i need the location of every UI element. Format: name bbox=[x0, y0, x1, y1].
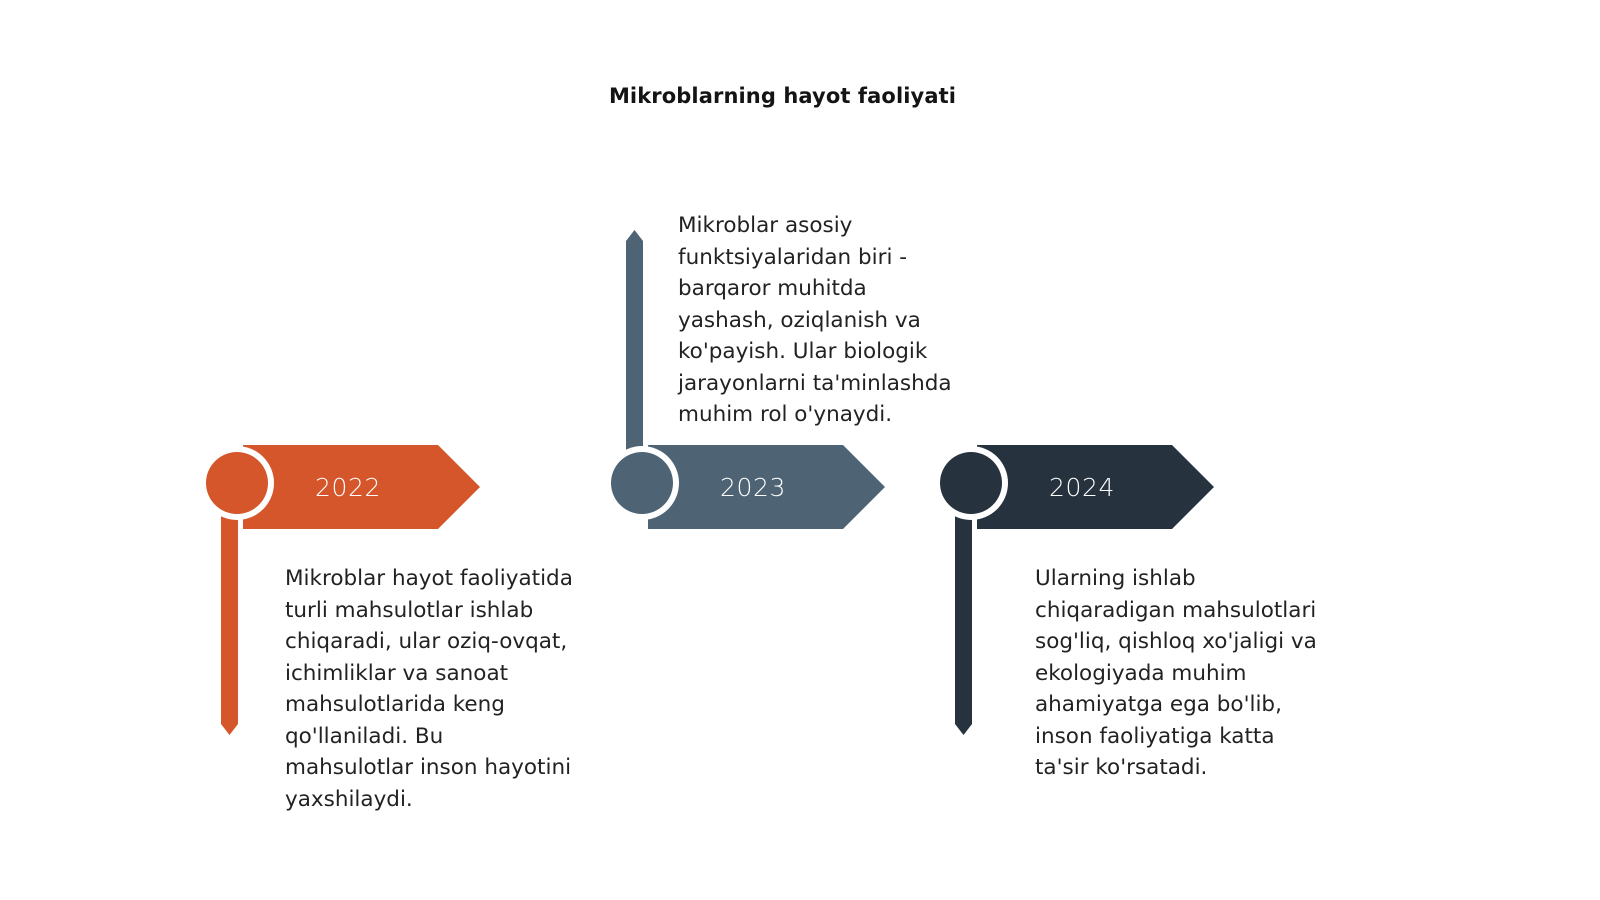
description-2023: Mikroblar asosiy funktsiyalaridan biri -… bbox=[678, 213, 952, 427]
year-label-2024: 2024 bbox=[1049, 472, 1116, 502]
description-2022: Mikroblar hayot faoliyatida turli mahsul… bbox=[285, 566, 573, 812]
page-title: Mikroblarning hayot faoliyati bbox=[608, 84, 957, 108]
year-label-2022: 2022 bbox=[315, 472, 382, 502]
marker-dot-2023[interactable] bbox=[611, 452, 673, 514]
connector-stem-2023 bbox=[626, 230, 643, 462]
year-label-2023: 2023 bbox=[720, 472, 787, 502]
chevron-banner-2022[interactable]: 2022 bbox=[243, 445, 480, 529]
marker-dot-2022[interactable] bbox=[206, 452, 268, 514]
description-2024: Ularning ishlab chiqaradigan mahsulotlar… bbox=[1035, 566, 1317, 780]
chevron-banner-2023[interactable]: 2023 bbox=[648, 445, 885, 529]
connector-stem-2022 bbox=[221, 497, 238, 735]
chevron-banner-2024[interactable]: 2024 bbox=[977, 445, 1214, 529]
connector-stem-2024 bbox=[955, 497, 972, 735]
marker-dot-2024[interactable] bbox=[940, 452, 1002, 514]
